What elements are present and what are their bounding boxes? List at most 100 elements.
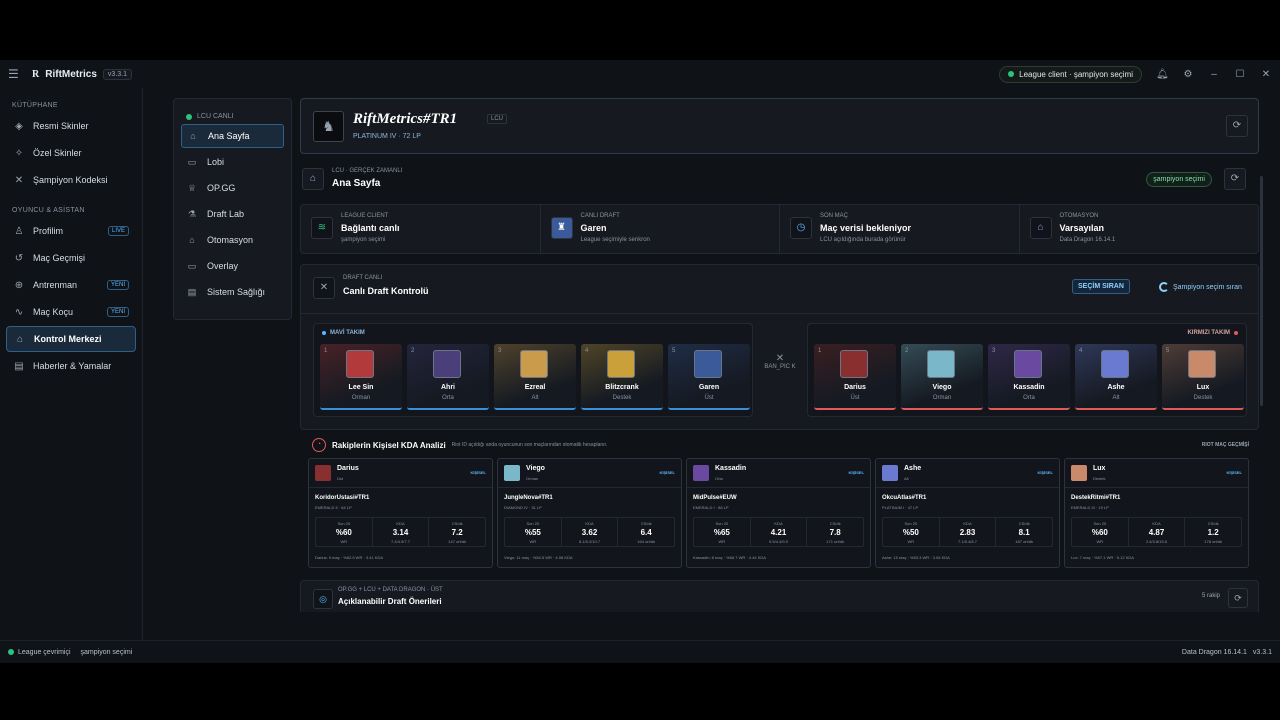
- champion-portrait: [1188, 350, 1216, 378]
- your-pick-button[interactable]: SEÇİM SIRAN: [1072, 279, 1130, 294]
- subnav-item[interactable]: ▭Lobi: [181, 150, 284, 174]
- stat-label: Son 20: [337, 521, 351, 526]
- opponent-kda-card[interactable]: Viego Orman KİŞİSEL JungleNova#TR1 DIAMO…: [497, 458, 682, 568]
- refresh-page-button[interactable]: ⟳: [1224, 168, 1246, 190]
- sidebar-item-şampiyon-kodeksi[interactable]: ✕Şampiyon Kodeksi: [6, 167, 136, 193]
- subnav-item-label: Overlay: [207, 261, 239, 271]
- divider: [309, 487, 492, 488]
- stat-value: Maç verisi bekleniyor: [820, 223, 912, 233]
- kda-value: 2.83: [959, 528, 976, 537]
- sidebar-item-kontrol-merkezi[interactable]: ⌂Kontrol Merkezi: [6, 326, 136, 352]
- pick-number: 4: [1079, 348, 1083, 354]
- opponent-kda-card[interactable]: Lux Destek KİŞİSEL DestekRitmi#TR1 EMERA…: [1064, 458, 1249, 568]
- riot-match-history-link[interactable]: RIOT MAÇ GEÇMİŞİ: [1201, 442, 1249, 448]
- gear-icon[interactable]: ⚙: [1183, 68, 1193, 80]
- sidebar-item-label: Kontrol Merkezi: [34, 334, 102, 344]
- champion-summary: Viego: 11 maç · %54.5 WR · 4.08 KDA: [504, 555, 573, 560]
- live-dot: [186, 113, 192, 120]
- bell-icon[interactable]: 🔔︎: [1156, 68, 1169, 80]
- subnav-item[interactable]: ▤Sistem Sağlığı: [181, 280, 284, 304]
- refresh-profile-button[interactable]: ⟳: [1226, 115, 1248, 137]
- status-bar: League çevrimiçi şampiyon seçimi Data Dr…: [0, 640, 1280, 663]
- champion-role: Destek: [1093, 476, 1106, 481]
- champion-portrait: [504, 465, 520, 481]
- sidebar-badge: YENİ: [106, 307, 129, 317]
- minimize-icon[interactable]: –: [1211, 68, 1217, 80]
- sidebar-item-label: Maç Koçu: [33, 307, 74, 317]
- target-icon: ⊕: [14, 279, 24, 291]
- divider: [1065, 487, 1248, 488]
- subnav-item-label: Draft Lab: [207, 209, 245, 219]
- subnav-item[interactable]: ♕OP.GG: [181, 176, 284, 200]
- scrollbar[interactable]: [1260, 176, 1263, 406]
- stat-sub: WR: [907, 539, 915, 544]
- subnav-item[interactable]: ⌂Otomasyon: [181, 228, 284, 252]
- stat-label: SON MAÇ: [820, 213, 849, 219]
- sidebar-item-haberler-yamalar[interactable]: ▤Haberler & Yamalar: [6, 353, 136, 379]
- menu-icon[interactable]: ☰: [8, 67, 19, 81]
- stat-sub: 171 ort/dk: [826, 539, 845, 544]
- app-window: ☰ R RiftMetrics v3.3.1 League client · ş…: [0, 60, 1280, 663]
- opponent-kda-card[interactable]: Darius Üst KİŞİSEL KoridorUstasi#TR1 EME…: [308, 458, 493, 568]
- riot-id: KoridorUstasi#TR1: [315, 495, 370, 501]
- pick-turn-indicator: Şampiyon seçim sıran: [1159, 282, 1242, 292]
- close-icon[interactable]: ✕: [1261, 68, 1271, 80]
- stat-sub: WR: [529, 539, 537, 544]
- sidebar-item-resmi-skinler[interactable]: ◈Resmi Skinler: [6, 113, 136, 139]
- league-status-pill[interactable]: League client · şampiyon seçimi: [999, 65, 1142, 83]
- champion-summary: Ashe: 15 maç · %53.3 WR · 3.06 KDA: [882, 555, 950, 560]
- subnav-item[interactable]: ⚗Draft Lab: [181, 202, 284, 226]
- stat-sub: WR: [718, 539, 726, 544]
- sidebar-item-özel-skinler[interactable]: ✧Özel Skinler: [6, 140, 136, 166]
- stat-value: Bağlantı canlı: [341, 223, 400, 233]
- player-rank: DIAMOND IV · 31 LP: [504, 505, 542, 510]
- champion-portrait: [433, 350, 461, 378]
- blue-team-label: MAVİ TAKIM: [322, 330, 365, 336]
- champion-role: Alt: [1112, 395, 1120, 401]
- champion-portrait: [315, 465, 331, 481]
- champion-role: Destek: [612, 395, 632, 401]
- subnav-item[interactable]: ▭Overlay: [181, 254, 284, 278]
- refresh-suggestions-button[interactable]: ⟳: [1228, 588, 1248, 608]
- cs-value: 6.4: [640, 528, 652, 537]
- trophy-icon: ♕: [187, 182, 197, 193]
- team-dot: [1234, 331, 1238, 335]
- sidebar-item-label: Antrenman: [33, 280, 78, 290]
- champion-name: Kassadin: [715, 465, 747, 472]
- champion-name: Darius: [844, 384, 866, 391]
- opponent-kda-card[interactable]: Kassadin Orta KİŞİSEL MidPulse#EUW EMERA…: [686, 458, 871, 568]
- subnav-item-label: Lobi: [207, 157, 225, 167]
- sidebar-item-label: Haberler & Yamalar: [33, 361, 112, 371]
- sidebar-section-label: KÜTÜPHANE: [12, 102, 58, 109]
- subnav-item[interactable]: ⌂Ana Sayfa: [181, 124, 284, 148]
- stat-label: KDA: [963, 521, 972, 526]
- opponent-kda-card[interactable]: Ashe Alt KİŞİSEL OkcuAtlas#TR1 PLATINUM …: [875, 458, 1060, 568]
- stat-value: Varsayılan: [1059, 223, 1105, 233]
- team-label-text: KIRMIZI TAKIM: [1187, 330, 1230, 336]
- maximize-icon[interactable]: ☐: [1235, 68, 1245, 80]
- sidebar-item-maç-geçmişi[interactable]: ↺Maç Geçmişi: [6, 245, 136, 271]
- online-dot: [8, 649, 14, 655]
- personal-tag: KİŞİSEL: [659, 470, 675, 475]
- crossed-swords-icon: ✕: [14, 174, 24, 186]
- stat-label: Son 20: [715, 521, 729, 526]
- red-team-label: KIRMIZI TAKIM: [1187, 330, 1238, 336]
- stat-label: CS/dk: [1207, 521, 1219, 526]
- home-icon: ⌂: [190, 131, 196, 141]
